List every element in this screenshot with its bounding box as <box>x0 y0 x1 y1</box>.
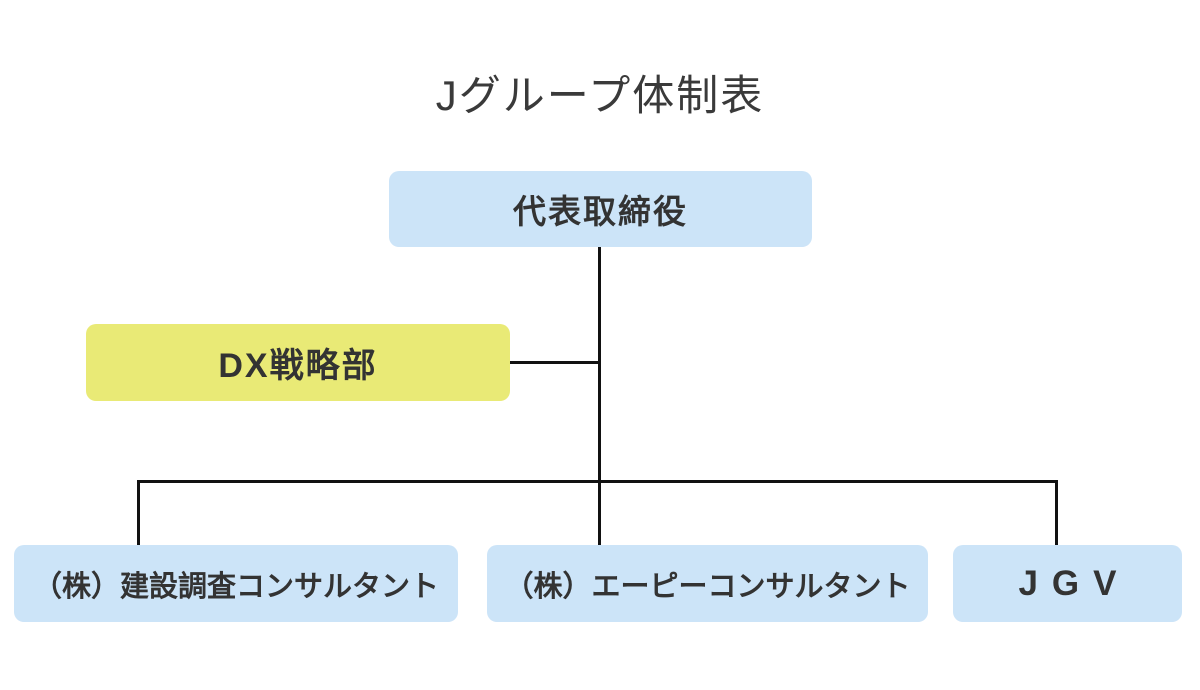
org-node-ap-consultant: （株）エーピーコンサルタント <box>487 545 928 622</box>
org-node-label: （株）建設調査コンサルタント <box>32 570 439 603</box>
org-node-jgv: JGV <box>953 545 1182 622</box>
connector-staff-horizontal <box>510 361 600 364</box>
org-node-label: DX戦略部 <box>218 347 378 385</box>
org-node-label: JGV <box>1018 563 1131 603</box>
org-node-label: 代表取締役 <box>513 193 688 230</box>
org-node-label: （株）エーピーコンサルタント <box>504 570 911 603</box>
org-node-kensetsu-chousa-consultant: （株）建設調査コンサルタント <box>14 545 458 622</box>
connector-drop-left <box>137 480 140 545</box>
org-node-dx-strategy-dept: DX戦略部 <box>86 324 510 401</box>
connector-children-horizontal <box>137 480 1058 483</box>
chart-title: Jグループ体制表 <box>435 72 765 119</box>
org-node-representative-director: 代表取締役 <box>389 171 812 247</box>
connector-drop-right <box>1055 480 1058 545</box>
connector-drop-middle <box>598 480 601 545</box>
connector-root-vertical <box>598 247 601 483</box>
